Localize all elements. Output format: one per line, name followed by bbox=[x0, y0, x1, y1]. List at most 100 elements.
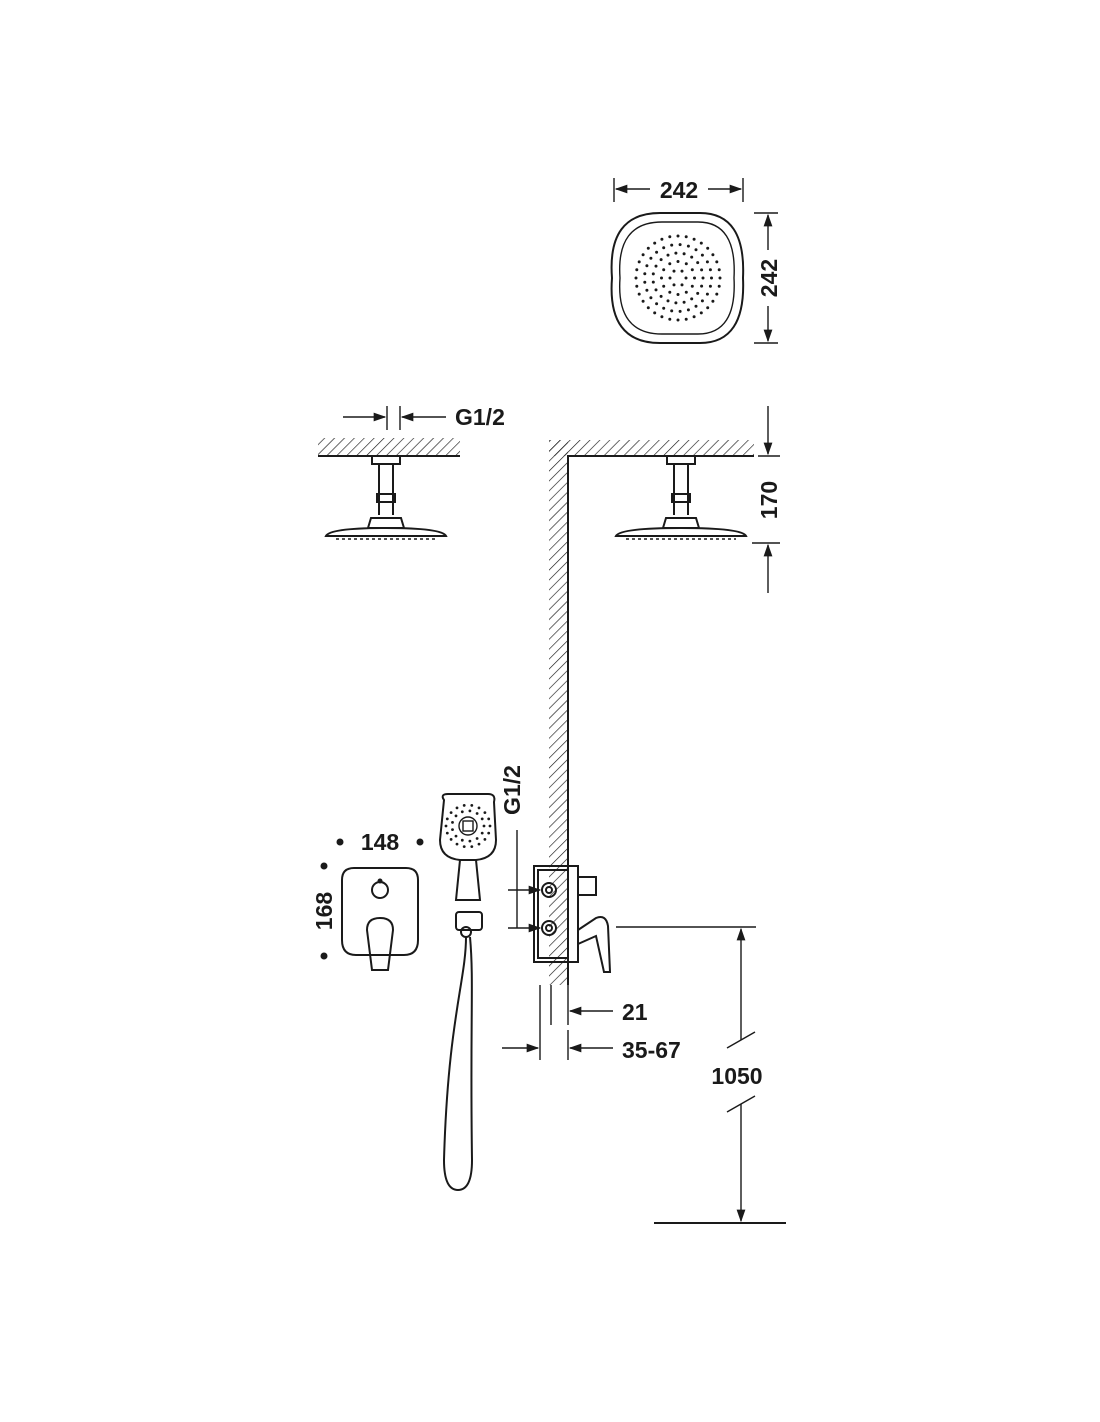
nozzle-dot bbox=[653, 241, 657, 245]
nozzle-dot bbox=[676, 234, 680, 238]
nozzle-dot bbox=[649, 296, 653, 300]
wall-depth-label: 35-67 bbox=[622, 1037, 681, 1063]
nozzle-dot bbox=[645, 264, 649, 268]
nozzle-dot bbox=[651, 280, 655, 284]
nozzle-dot bbox=[706, 246, 710, 250]
nozzle-dot bbox=[651, 272, 655, 276]
nozzle-dot bbox=[662, 268, 666, 272]
nozzle-dot bbox=[718, 276, 722, 280]
ceiling-shower-side-view bbox=[614, 455, 748, 540]
dimension-arm-drop: 170 bbox=[752, 406, 782, 593]
dimension-thread-valve: G1/2 bbox=[499, 765, 542, 933]
hand-nozzle-dot bbox=[462, 804, 466, 807]
hand-nozzle-dot bbox=[445, 817, 449, 821]
nozzle-dot bbox=[682, 252, 686, 256]
nozzle-dot bbox=[641, 253, 645, 257]
nozzle-dot bbox=[637, 260, 641, 264]
hand-nozzle-dot bbox=[480, 831, 484, 835]
hand-nozzle-dot bbox=[483, 811, 487, 814]
hand-nozzle-dot bbox=[488, 824, 492, 828]
ceiling-shower-front-view bbox=[318, 438, 460, 540]
nozzle-dot bbox=[696, 291, 700, 295]
nozzle-dot bbox=[694, 304, 698, 308]
shower-head-top-view bbox=[610, 212, 745, 344]
hand-nozzle-dot bbox=[487, 831, 491, 835]
nozzle-dot bbox=[686, 244, 690, 248]
nozzle-dot bbox=[715, 292, 719, 296]
nozzle-dot bbox=[646, 246, 650, 250]
nozzle-dot bbox=[699, 241, 703, 245]
hand-nozzle-dot bbox=[480, 817, 484, 821]
nozzle-dot bbox=[659, 258, 663, 262]
nozzle-dot bbox=[708, 284, 712, 288]
nozzle-dot bbox=[684, 290, 688, 294]
hand-nozzle-dot bbox=[451, 821, 454, 824]
arm-drop-label: 170 bbox=[756, 481, 782, 519]
nozzle-dot bbox=[660, 276, 663, 280]
nozzle-dot bbox=[668, 317, 672, 321]
nozzle-dot bbox=[668, 235, 672, 239]
mixer-plate-front-view bbox=[341, 867, 419, 971]
hand-nozzle-dot bbox=[475, 812, 479, 815]
dimension-valve-height: 1050 bbox=[616, 926, 786, 1224]
nozzle-dot bbox=[676, 260, 680, 263]
nozzle-dot bbox=[690, 284, 694, 288]
nozzle-dot bbox=[654, 288, 658, 292]
nozzle-dot bbox=[641, 299, 645, 303]
valve-side-view bbox=[533, 865, 612, 973]
nozzle-dot bbox=[700, 253, 704, 257]
hand-nozzle-dot bbox=[482, 824, 486, 828]
hand-nozzle-dot bbox=[483, 838, 487, 841]
nozzle-dot bbox=[717, 284, 721, 288]
hand-nozzle-dot bbox=[475, 837, 479, 840]
nozzle-dot bbox=[645, 288, 649, 292]
nozzle-dot bbox=[694, 248, 698, 252]
nozzle-dot bbox=[653, 311, 657, 315]
nozzle-dot bbox=[643, 272, 647, 276]
nozzle-dot bbox=[634, 276, 638, 280]
nozzle-dot bbox=[646, 306, 650, 310]
nozzle-dot bbox=[710, 276, 713, 280]
nozzle-dot bbox=[672, 269, 676, 273]
hand-nozzle-dot bbox=[470, 804, 474, 807]
thread-top-label: G1/2 bbox=[455, 404, 505, 430]
nozzle-dot bbox=[678, 309, 682, 313]
nozzle-dot bbox=[680, 283, 684, 287]
hand-nozzle-dot bbox=[454, 814, 458, 818]
head-height-label: 242 bbox=[756, 259, 782, 297]
nozzle-dot bbox=[674, 251, 678, 255]
hand-nozzle-dot bbox=[468, 809, 472, 813]
nozzle-dot bbox=[666, 253, 670, 257]
nozzle-dot bbox=[711, 253, 715, 257]
nozzle-dot bbox=[668, 276, 672, 280]
hand-nozzle-dot bbox=[449, 811, 453, 814]
nozzle-dot bbox=[701, 276, 705, 280]
dimension-head-height: 242 bbox=[754, 212, 782, 344]
hand-nozzle-dot bbox=[445, 831, 449, 835]
hand-nozzle-dot bbox=[449, 838, 453, 841]
hand-nozzle-dot bbox=[487, 817, 491, 821]
nozzle-dot bbox=[700, 268, 704, 272]
hand-nozzle-dot bbox=[451, 828, 454, 831]
hand-nozzle-dot bbox=[460, 810, 464, 814]
nozzle-dot bbox=[662, 306, 666, 310]
nozzle-dot bbox=[708, 268, 712, 272]
nozzle-dot bbox=[662, 284, 666, 288]
nozzle-dot bbox=[676, 293, 680, 296]
nozzle-dot bbox=[690, 297, 694, 301]
dimension-plate-width: 148 bbox=[336, 829, 424, 855]
hand-nozzle-dot bbox=[454, 834, 458, 838]
nozzle-dot bbox=[649, 256, 653, 260]
nozzle-dot bbox=[693, 276, 696, 280]
nozzle-dot bbox=[660, 315, 664, 319]
dimension-plate-height: 168 bbox=[311, 862, 337, 960]
nozzle-dot bbox=[690, 255, 694, 259]
nozzle-dot bbox=[682, 300, 686, 304]
nozzle-dot bbox=[655, 250, 659, 254]
hand-nozzle-dot bbox=[460, 838, 464, 842]
nozzle-dot bbox=[684, 276, 688, 280]
hand-nozzle-dot bbox=[477, 842, 481, 846]
hand-nozzle-dot bbox=[477, 806, 481, 810]
nozzle-dot bbox=[715, 260, 719, 264]
hand-nozzle-dot bbox=[444, 824, 448, 828]
